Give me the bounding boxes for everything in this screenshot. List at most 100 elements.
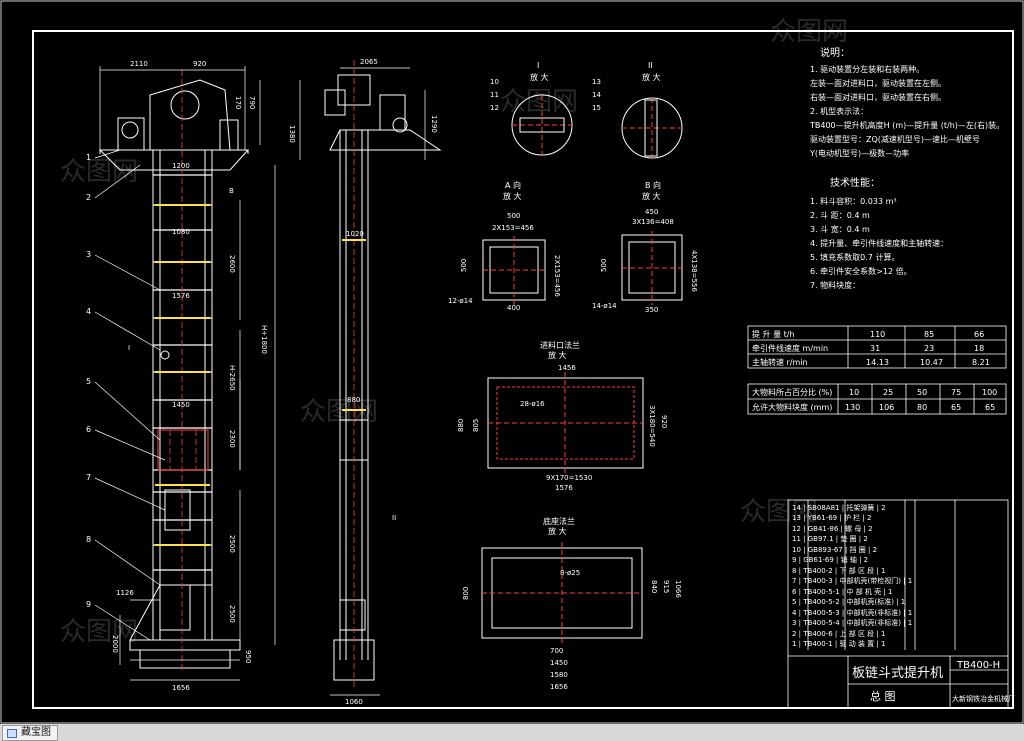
svg-text:12-ø14: 12-ø14: [448, 297, 473, 305]
section-b: B 向 放 大 450 3X136=408 500 4X138=556 350 …: [592, 180, 698, 314]
svg-text:7: 7: [86, 473, 91, 482]
svg-text:50: 50: [917, 388, 927, 397]
svg-text:3X180=540: 3X180=540: [648, 405, 656, 447]
svg-text:14.13: 14.13: [866, 358, 889, 367]
svg-text:500: 500: [507, 212, 520, 220]
svg-text:66: 66: [974, 330, 984, 339]
svg-text:14: 14: [592, 91, 601, 99]
svg-text:3X136=408: 3X136=408: [632, 218, 674, 226]
svg-text:总 图: 总 图: [870, 689, 896, 703]
watermark: 众图网 众图网 众图网 众图网 众图网 众图网: [60, 17, 848, 647]
bom-rows: 14 | SB08A81 | 托架弹簧 | 2 13 | YB61-69 | 护…: [792, 503, 912, 648]
section-a: A 向 放 大 500 2X153=456 500 2X153=456 400 …: [448, 180, 561, 312]
svg-text:3: 3: [86, 250, 91, 259]
svg-text:25: 25: [883, 388, 893, 397]
lump-table: [747, 383, 1007, 415]
svg-text:众图网: 众图网: [60, 157, 138, 187]
svg-text:6: 6: [86, 425, 91, 434]
svg-text:13: 13: [592, 78, 601, 86]
svg-text:B: B: [229, 187, 234, 195]
detail-ii: II 放 大 13 14 15: [592, 61, 683, 159]
svg-text:众图网: 众图网: [300, 397, 378, 427]
svg-text:10.47: 10.47: [920, 358, 943, 367]
svg-text:众图网: 众图网: [60, 617, 138, 647]
svg-text:880: 880: [457, 419, 465, 432]
svg-text:2500: 2500: [228, 535, 236, 553]
callout-leaders: [94, 149, 166, 641]
svg-text:23: 23: [924, 344, 934, 353]
svg-text:130: 130: [845, 403, 860, 412]
svg-text:2600: 2600: [228, 255, 236, 273]
svg-text:放 大: 放 大: [642, 191, 661, 201]
svg-text:1656: 1656: [550, 683, 568, 691]
svg-text:大新钢铁冶金机械厂: 大新钢铁冶金机械厂: [952, 694, 1015, 703]
svg-text:1126: 1126: [116, 589, 134, 597]
svg-text:10 | GB893-67 | 挡 圈 | 2: 10 | GB893-67 | 挡 圈 | 2: [792, 545, 877, 554]
svg-text:1020: 1020: [346, 230, 364, 238]
svg-text:2065: 2065: [360, 58, 378, 66]
performance-table: [747, 325, 1007, 369]
svg-text:8-ø25: 8-ø25: [560, 569, 580, 577]
svg-text:12: 12: [490, 104, 499, 112]
svg-text:4. 提升量、牵引件线速度和主轴转速：: 4. 提升量、牵引件线速度和主轴转速：: [810, 238, 948, 248]
svg-text:1200: 1200: [172, 162, 190, 170]
inner-frame: [32, 30, 1014, 709]
svg-text:2. 斗 距：0.4 m: 2. 斗 距：0.4 m: [810, 211, 870, 220]
title-block: [787, 499, 1009, 709]
svg-text:众图网: 众图网: [500, 87, 578, 117]
svg-text:13 | YB61-69 | 护 栏 | 2: 13 | YB61-69 | 护 栏 | 2: [792, 513, 871, 522]
svg-text:1080: 1080: [172, 228, 190, 236]
svg-text:14 | SB08A81 | 托架弹簧 | 2: 14 | SB08A81 | 托架弹簧 | 2: [792, 503, 886, 512]
svg-text:4 | TB400-5-3 | 中部机壳(非标准) | 1: 4 | TB400-5-3 | 中部机壳(非标准) | 1: [792, 608, 912, 617]
svg-text:2300: 2300: [228, 430, 236, 448]
svg-text:右装—面对进料口，驱动装置在右侧。: 右装—面对进料口，驱动装置在右侧。: [810, 92, 946, 102]
svg-text:5 | TB400-5-2 | 中部机壳(标准) | 1: 5 | TB400-5-2 | 中部机壳(标准) | 1: [792, 597, 905, 606]
svg-text:9 | GB61-69 | 销 轴 | 2: 9 | GB61-69 | 销 轴 | 2: [792, 555, 868, 564]
status-bar: 藏宝图: [0, 724, 1024, 741]
svg-text:主轴转速 r/min: 主轴转速 r/min: [752, 357, 808, 367]
callout-numbers: 1 2 3 4 5 6 7 8 9: [86, 153, 91, 609]
svg-text:100: 100: [982, 388, 997, 397]
svg-text:驱动装置型号：ZQ(减速机型号)—速比—机壁号: 驱动装置型号：ZQ(减速机型号)—速比—机壁号: [810, 134, 980, 144]
svg-text:放 大: 放 大: [530, 72, 549, 82]
svg-text:放 大: 放 大: [503, 191, 522, 201]
front-yellow-marks: [155, 204, 210, 546]
svg-text:11 | GB97.1 | 垫 圈 | 2: 11 | GB97.1 | 垫 圈 | 2: [792, 534, 868, 543]
svg-text:2000: 2000: [111, 635, 119, 653]
svg-text:1576: 1576: [172, 292, 190, 300]
svg-text:II: II: [648, 61, 653, 70]
svg-text:放 大: 放 大: [642, 72, 661, 82]
svg-text:左装—面对进料口，驱动装置在左侧。: 左装—面对进料口，驱动装置在左侧。: [810, 78, 946, 88]
svg-text:1576: 1576: [555, 484, 573, 492]
picture-icon: [7, 729, 17, 738]
svg-text:I: I: [128, 344, 130, 352]
notes: 说明： 1. 驱动装置分左装和右装两种。 左装—面对进料口，驱动装置在左侧。 右…: [809, 46, 1004, 158]
svg-text:500: 500: [460, 259, 468, 272]
svg-text:5. 填充系数取0.7 计算。: 5. 填充系数取0.7 计算。: [810, 252, 899, 262]
svg-text:65: 65: [951, 403, 961, 412]
svg-text:B 向: B 向: [645, 180, 661, 190]
svg-text:进料口法兰: 进料口法兰: [540, 340, 580, 350]
outer-frame: [0, 0, 1024, 724]
svg-text:大物料所占百分比 (%): 大物料所占百分比 (%): [752, 387, 832, 397]
svg-text:915: 915: [662, 580, 670, 593]
svg-text:2X153=456: 2X153=456: [553, 255, 561, 297]
svg-text:5: 5: [86, 377, 91, 386]
svg-text:31: 31: [870, 344, 880, 353]
svg-text:75: 75: [951, 388, 961, 397]
svg-text:1656: 1656: [172, 684, 190, 692]
svg-text:11: 11: [490, 91, 499, 99]
svg-text:840: 840: [650, 580, 658, 593]
svg-text:1066: 1066: [674, 580, 682, 598]
svg-text:说明：: 说明：: [820, 46, 850, 59]
svg-text:2 | TB400-6 | 上 部 区 段 | 1: 2 | TB400-6 | 上 部 区 段 | 1: [792, 629, 885, 638]
collection-button[interactable]: 藏宝图: [2, 725, 58, 741]
svg-text:TB400—提升机高度H (m)—提升量 (t/h)—左(右: TB400—提升机高度H (m)—提升量 (t/h)—左(右)装。: [809, 120, 1004, 130]
svg-text:790: 790: [248, 96, 256, 109]
svg-text:9X170=1530: 9X170=1530: [546, 474, 592, 482]
svg-text:允许大物料块度 (mm): 允许大物料块度 (mm): [752, 402, 832, 412]
svg-text:II: II: [392, 514, 396, 522]
svg-text:4X138=556: 4X138=556: [690, 250, 698, 292]
svg-text:1 | TB400-1 | 驱 动 装 置 | 1: 1 | TB400-1 | 驱 动 装 置 | 1: [792, 639, 885, 648]
